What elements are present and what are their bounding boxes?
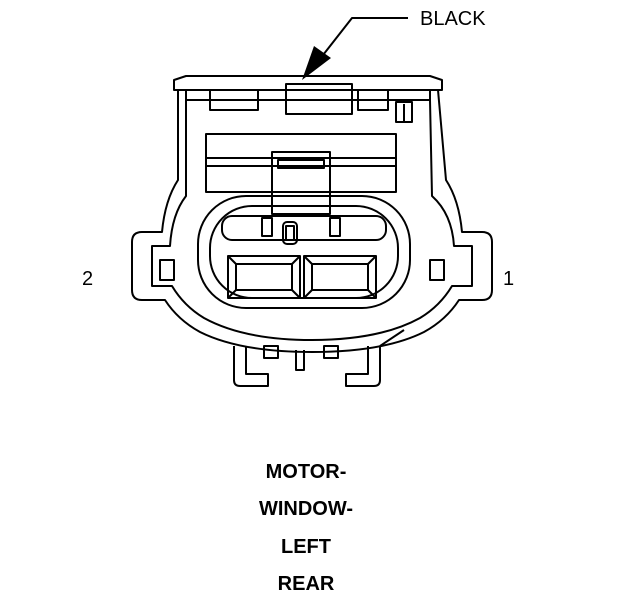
side-tab-right — [429, 259, 445, 281]
title-line-2: WINDOW- — [258, 498, 353, 520]
connector-top-details — [209, 83, 413, 123]
connector-bottom-feet — [233, 329, 405, 387]
terminal-pin-2 — [227, 255, 301, 299]
pin-label-1: 1 — [503, 268, 515, 290]
callout-label-black: BLACK — [420, 8, 486, 30]
side-tab-left — [159, 259, 175, 281]
connector-body — [131, 75, 493, 353]
title-line-4: REAR — [277, 573, 335, 595]
callout-leader — [302, 17, 408, 80]
terminal-pin-1 — [303, 255, 377, 299]
connector-latch — [205, 133, 397, 215]
title-line-3: LEFT — [281, 536, 331, 558]
title-line-1: MOTOR- — [265, 461, 347, 483]
pin-label-2: 2 — [82, 268, 94, 290]
